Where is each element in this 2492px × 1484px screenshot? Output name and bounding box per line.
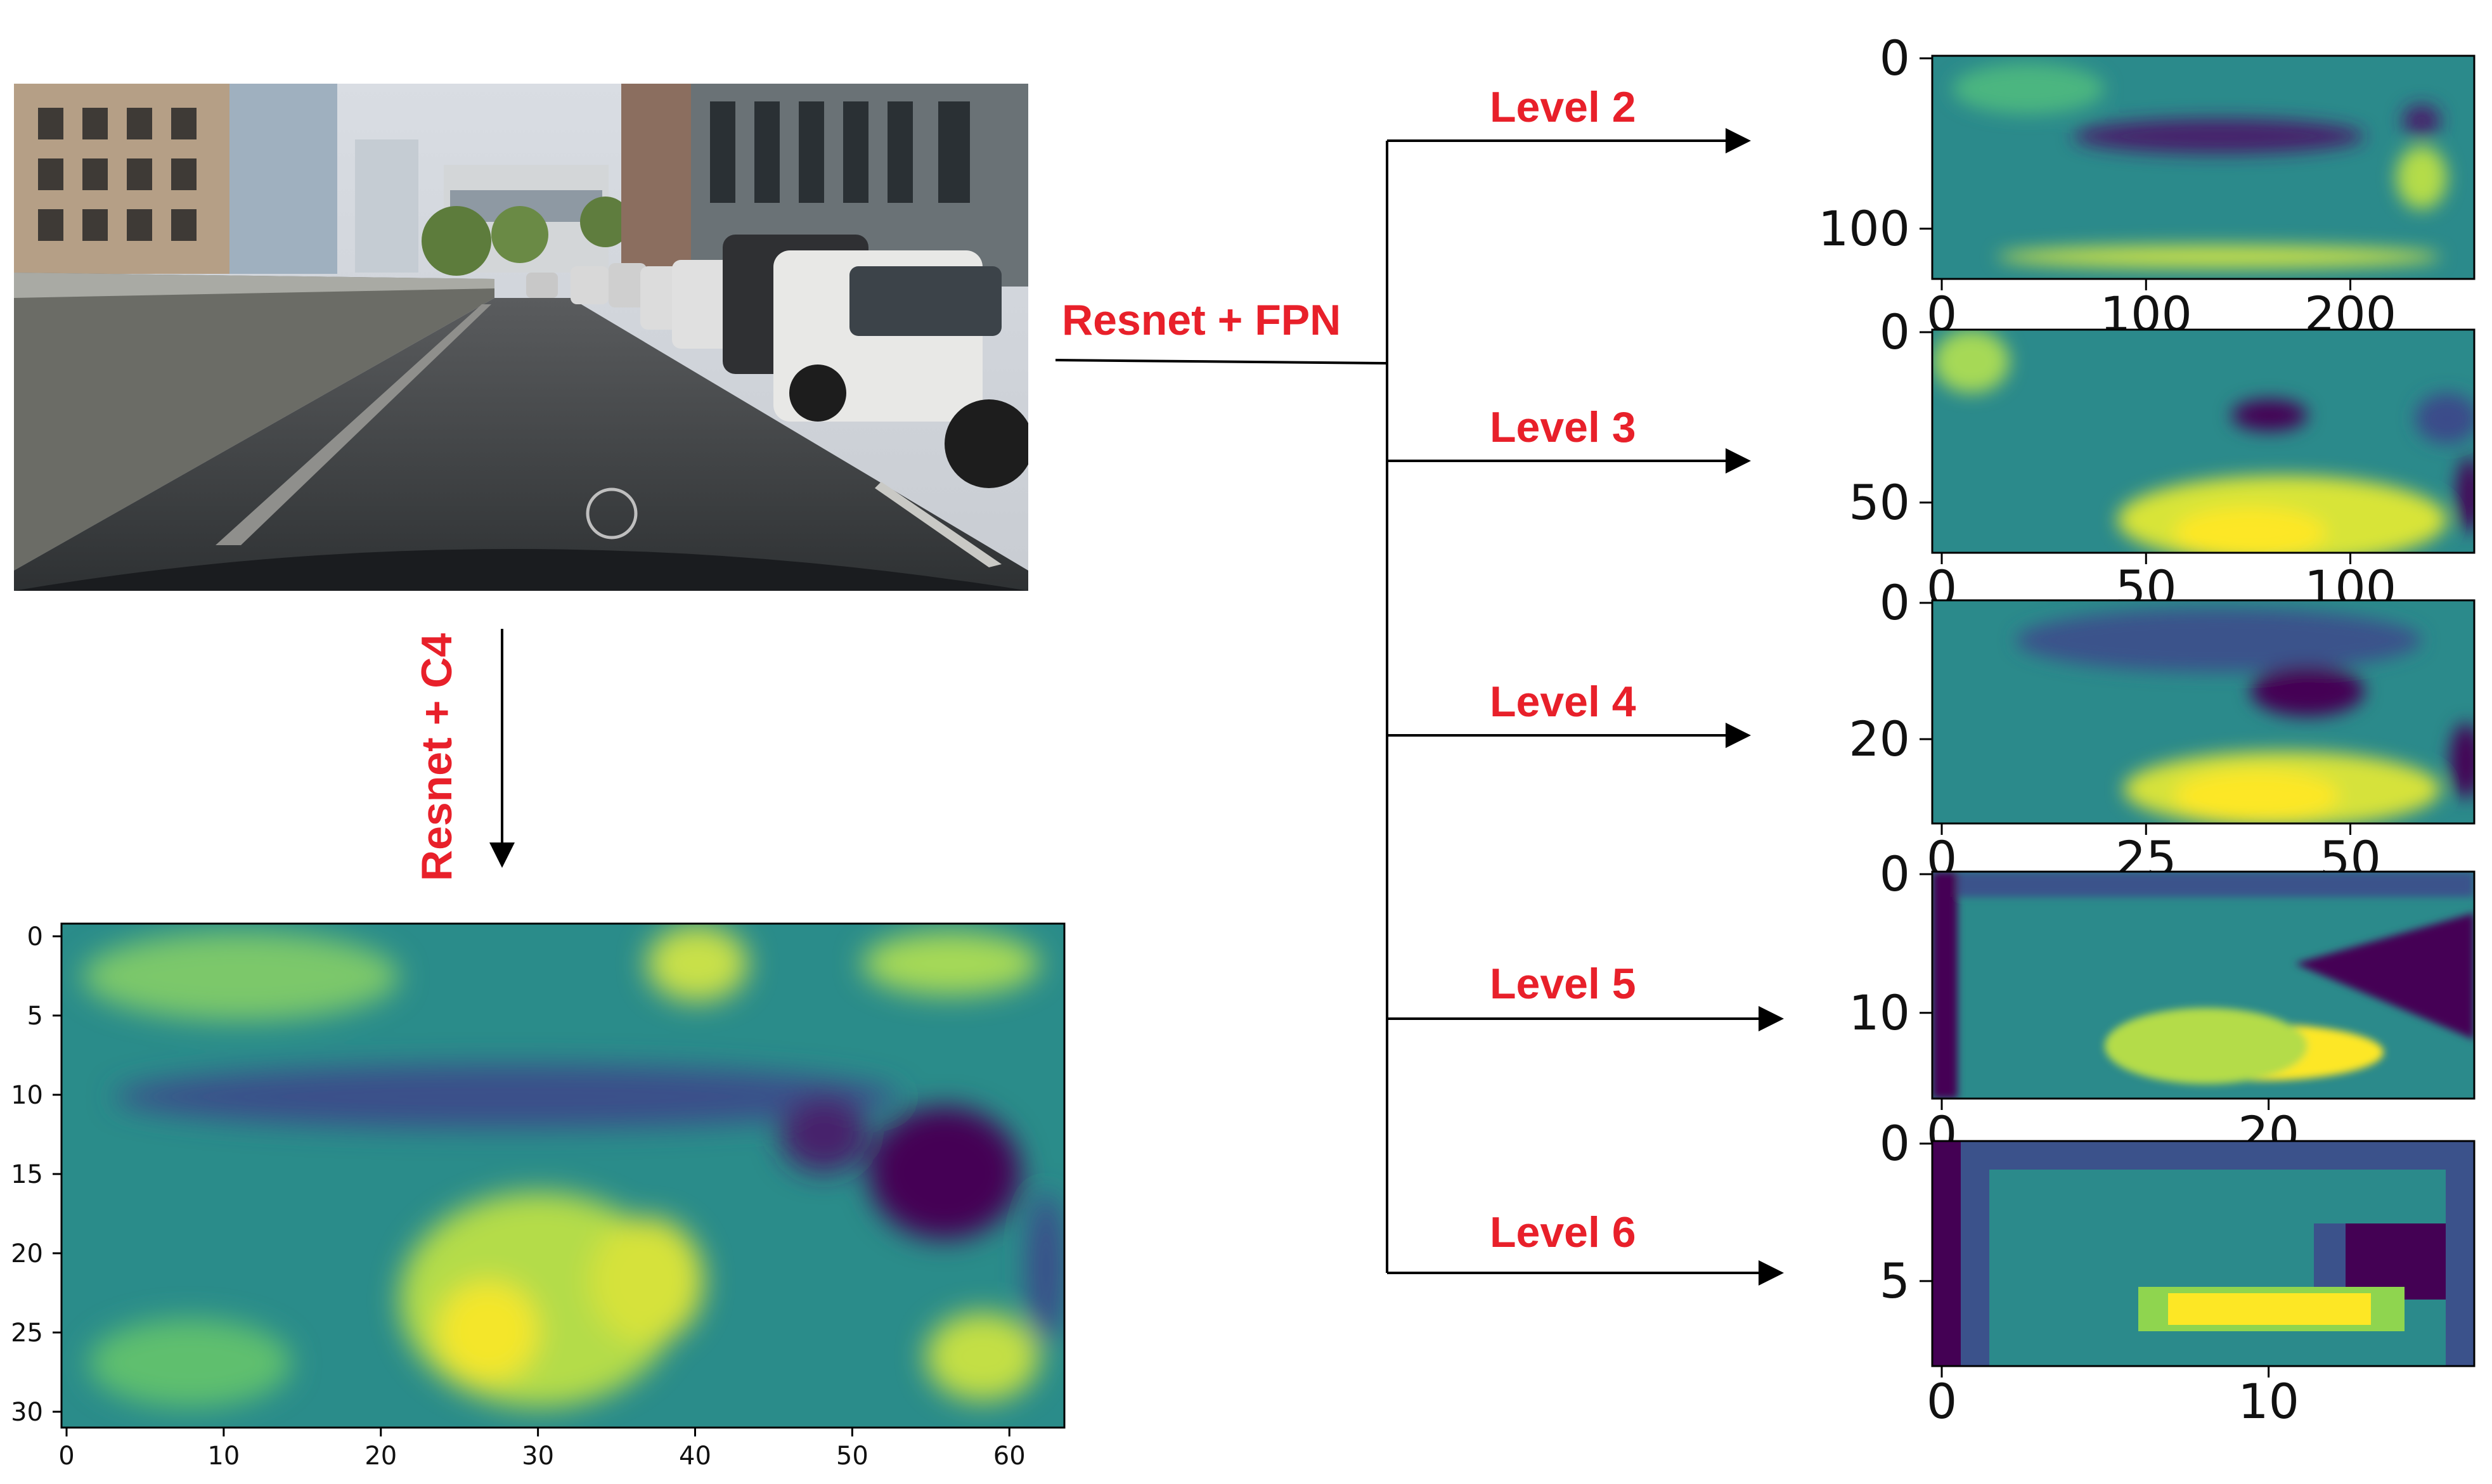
c4-heatmap: 0 10 20 30 40 50 60 0 5 10 15 20 25 30 [11, 922, 1066, 1471]
c4-y-tick-label: 10 [11, 1081, 43, 1110]
level6-y-tick-label: 0 [1880, 1115, 1910, 1171]
c4-axis-ticks: 0 10 20 30 40 50 60 0 5 10 15 20 25 30 [11, 922, 1026, 1471]
c4-x-tick-label: 10 [207, 1442, 240, 1471]
level-2-label: Level 2 [1490, 83, 1636, 131]
fpn-connectors [489, 128, 1784, 1286]
level-3-label: Level 3 [1490, 403, 1636, 451]
c4-x-tick-label: 40 [679, 1442, 711, 1471]
level5-y-tick-label: 0 [1880, 846, 1910, 902]
level6-y-tick-label: 5 [1880, 1253, 1910, 1309]
c4-x-tick-label: 30 [522, 1442, 554, 1471]
level5-y-tick-label: 10 [1849, 984, 1910, 1041]
level2-y-tick-label: 0 [1880, 30, 1910, 86]
level-5-label: Level 5 [1490, 960, 1636, 1008]
c4-x-tick-label: 0 [58, 1442, 74, 1471]
level-6-heatmap: 0 5 0 10 [1880, 1115, 2476, 1429]
level4-y-tick-label: 20 [1849, 711, 1910, 767]
c4-x-tick-label: 20 [365, 1442, 397, 1471]
c4-label: Resnet + C4 [413, 633, 461, 881]
c4-y-tick-label: 5 [27, 1002, 43, 1031]
c4-y-tick-label: 20 [11, 1239, 43, 1268]
c4-x-tick-label: 60 [993, 1442, 1026, 1471]
c4-y-tick-label: 0 [27, 922, 43, 952]
level4-y-tick-label: 0 [1880, 574, 1910, 631]
fpn-label: Resnet + FPN [1062, 296, 1341, 344]
level6-x-tick-label: 10 [2238, 1373, 2299, 1429]
level3-y-tick-label: 50 [1849, 474, 1910, 531]
c4-x-tick-label: 50 [836, 1442, 868, 1471]
level3-y-tick-label: 0 [1880, 304, 1910, 360]
level-6-label: Level 6 [1490, 1208, 1636, 1256]
level2-y-tick-label: 100 [1818, 200, 1910, 257]
input-street-photo [14, 84, 1028, 591]
c4-y-tick-label: 25 [11, 1319, 43, 1348]
level-4-label: Level 4 [1490, 678, 1636, 726]
c4-y-tick-label: 30 [11, 1398, 43, 1427]
level6-x-tick-label: 0 [1927, 1373, 1957, 1429]
c4-y-tick-label: 15 [11, 1160, 43, 1189]
